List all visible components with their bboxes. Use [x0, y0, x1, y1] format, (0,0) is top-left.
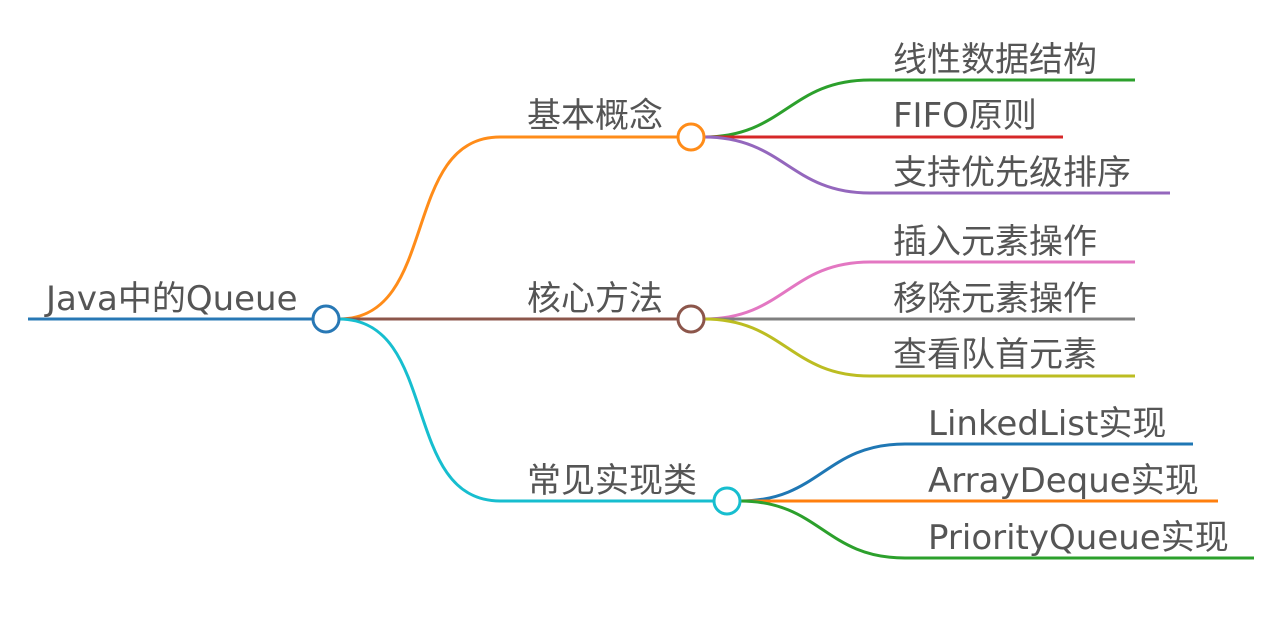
leaf-label: FIFO原则 [893, 96, 1037, 136]
branch-label-core-methods: 核心方法 [527, 279, 663, 319]
leaf-node[interactable]: LinkedList实现 [928, 404, 1166, 444]
leaf-node[interactable]: 查看队首元素 [893, 335, 1097, 375]
leaf-connector [703, 78, 1135, 139]
leaf-connector [739, 442, 1193, 503]
root-node[interactable]: Java中的Queue [28, 279, 341, 334]
leaf-node[interactable]: PriorityQueue实现 [928, 518, 1229, 558]
branch-collapse-toggle-common-implementations[interactable] [712, 486, 742, 516]
root-label: Java中的Queue [44, 279, 298, 319]
leaf-connector [703, 260, 1135, 321]
leaf-connector [703, 317, 1135, 378]
leaf-label: 线性数据结构 [893, 40, 1097, 80]
leaf-label: PriorityQueue实现 [928, 518, 1229, 558]
leaf-node[interactable]: 插入元素操作 [893, 222, 1097, 262]
leaf-label: ArrayDeque实现 [928, 461, 1199, 501]
leaf-label: 移除元素操作 [893, 279, 1097, 319]
branch-node-basic-concepts[interactable]: 基本概念 [527, 96, 706, 152]
branch-connector [338, 317, 714, 503]
leaf-label: 插入元素操作 [893, 222, 1097, 262]
leaf-node[interactable]: 支持优先级排序 [893, 153, 1131, 193]
leaf-node[interactable]: ArrayDeque实现 [928, 461, 1199, 501]
leaf-label: LinkedList实现 [928, 404, 1166, 444]
leaf-label: 查看队首元素 [893, 335, 1097, 375]
branch-collapse-toggle-core-methods[interactable] [676, 304, 706, 334]
leaf-label: 支持优先级排序 [893, 153, 1131, 193]
branch-label-basic-concepts: 基本概念 [527, 96, 663, 136]
links-layer [338, 78, 1254, 560]
branch-node-common-implementations[interactable]: 常见实现类 [527, 461, 742, 516]
root-collapse-toggle[interactable] [311, 304, 341, 334]
leaf-node[interactable]: 移除元素操作 [893, 279, 1097, 319]
branch-node-core-methods[interactable]: 核心方法 [527, 279, 706, 334]
leaf-connector [739, 499, 1254, 560]
leaf-node[interactable]: 线性数据结构 [893, 40, 1097, 80]
branch-connector [338, 135, 678, 321]
leaf-node[interactable]: FIFO原则 [893, 96, 1037, 136]
leaf-connector [703, 135, 1170, 195]
branch-label-common-implementations: 常见实现类 [527, 461, 697, 501]
branch-collapse-toggle-basic-concepts[interactable] [676, 122, 706, 152]
